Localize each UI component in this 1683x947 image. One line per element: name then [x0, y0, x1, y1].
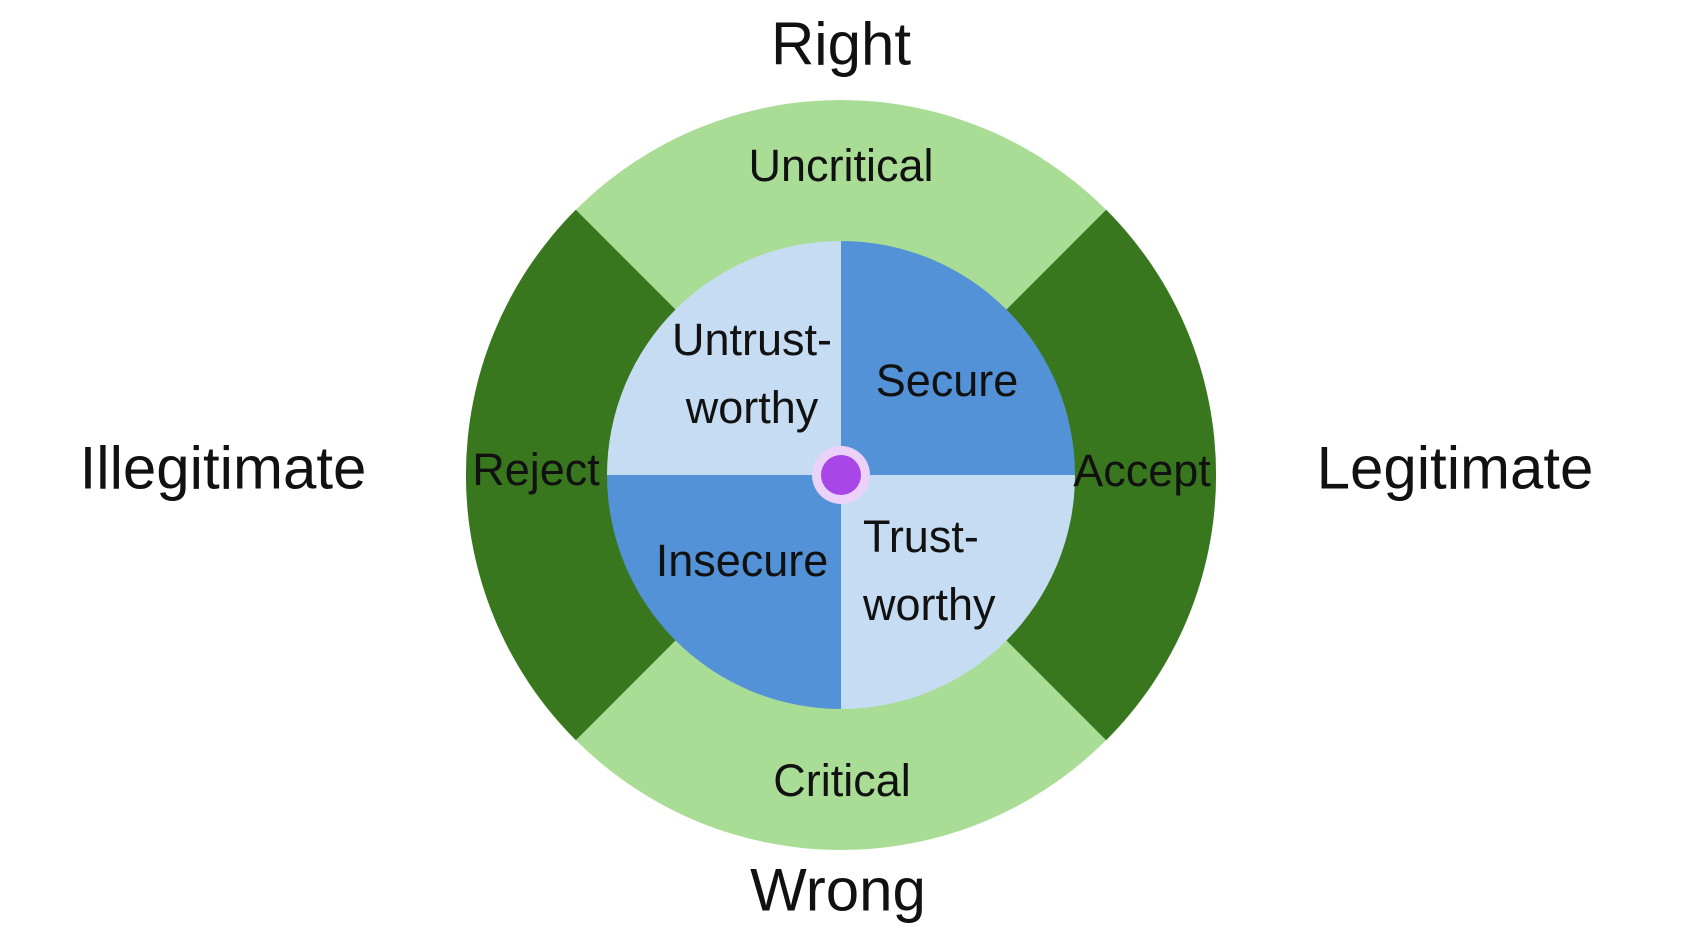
quadrant-label-trustworthy-line2: worthy	[863, 579, 996, 630]
ring-label-uncritical: Uncritical	[748, 140, 934, 191]
quadrant-insecure	[607, 475, 841, 709]
ring-label-reject: Reject	[472, 444, 600, 495]
quadrant-trustworthy	[841, 475, 1075, 709]
quadrant-label-insecure: Insecure	[655, 535, 829, 586]
axis-label-left: Illegitimate	[79, 434, 367, 502]
quadrant-label-trustworthy: Trust- worthy	[863, 503, 996, 639]
quadrant-label-untrustworthy: Untrust- worthy	[622, 306, 882, 442]
center-dot-icon	[821, 455, 861, 495]
ring-label-critical: Critical	[773, 755, 911, 806]
quadrant-secure	[841, 241, 1075, 475]
quadrant-label-secure: Secure	[875, 355, 1019, 406]
axis-label-right: Legitimate	[1316, 434, 1594, 502]
ring-label-accept: Accept	[1073, 445, 1211, 496]
quadrant-label-trustworthy-line1: Trust-	[863, 511, 979, 562]
axis-label-bottom: Wrong	[750, 856, 926, 924]
quadrant-label-untrustworthy-line2: worthy	[685, 382, 819, 433]
axis-label-top: Right	[770, 10, 912, 78]
quadrant-untrustworthy	[607, 241, 841, 475]
quadrant-label-untrustworthy-line1: Untrust-	[671, 314, 833, 365]
